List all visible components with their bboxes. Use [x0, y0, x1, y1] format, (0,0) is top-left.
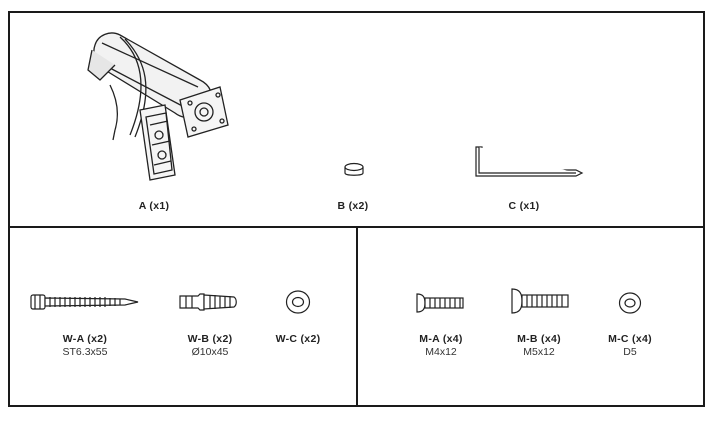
part-wa-spec: ST6.3x55: [62, 346, 108, 358]
washer-icon: [618, 292, 642, 314]
wall-plug-icon: [179, 293, 237, 311]
part-b-name: B (x2): [337, 200, 369, 212]
part-mb-name: M-B (x4): [517, 333, 561, 345]
part-mc-spec: D5: [623, 346, 637, 358]
part-mc-label: M-C (x4) D5: [575, 333, 685, 359]
part-ma-name: M-A (x4): [419, 333, 463, 345]
part-ma-label: M-A (x4) M4x12: [386, 333, 496, 359]
part-wb-label: W-B (x2) Ø10x45: [155, 333, 265, 359]
part-c-label: C (x1): [469, 200, 579, 213]
wood-screw-icon: [30, 294, 139, 310]
part-wb-name: W-B (x2): [187, 333, 233, 345]
washer-icon: [285, 290, 311, 314]
machine-screw-icon: [416, 293, 464, 313]
part-mb-spec: M5x12: [523, 346, 555, 358]
allen-key-icon: [475, 146, 584, 177]
part-wb-spec: Ø10x45: [191, 346, 229, 358]
part-c-name: C (x1): [508, 200, 540, 212]
part-a-label: A (x1): [99, 200, 209, 213]
part-wa-name: W-A (x2): [62, 333, 108, 345]
part-mc-name: M-C (x4): [608, 333, 652, 345]
part-a-name: A (x1): [138, 200, 170, 212]
cap-icon: [344, 162, 364, 176]
part-mb-label: M-B (x4) M5x12: [484, 333, 594, 359]
part-wa-label: W-A (x2) ST6.3x55: [30, 333, 140, 359]
machine-screw-icon: [511, 288, 569, 314]
part-b-label: B (x2): [298, 200, 408, 213]
part-wc-label: W-C (x2): [243, 333, 353, 346]
part-wc-name: W-C (x2): [275, 333, 321, 345]
monitor-arm-icon: [87, 32, 229, 181]
part-ma-spec: M4x12: [425, 346, 457, 358]
divider-vertical: [356, 226, 358, 407]
